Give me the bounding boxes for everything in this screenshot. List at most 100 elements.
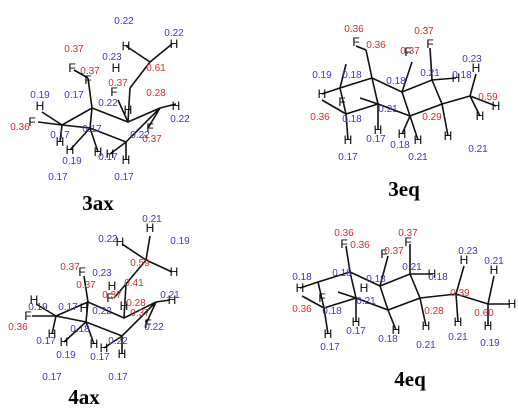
atom-label: H [344,133,353,147]
charge-label: 0.19 [56,350,76,361]
atom-label: H [124,103,133,117]
charge-label: 0.17 [64,90,84,101]
atom-label: F [24,309,31,323]
atom-label: H [116,235,125,249]
atom-label: F [340,237,347,251]
atom-label: H [122,39,131,53]
charge-label: 0.18 [386,76,406,87]
atom-label: H [90,337,99,351]
charge-label: 0.28 [146,88,166,99]
charge-label: 0.18 [322,306,342,317]
charge-label: 0.36 [334,228,354,239]
charge-label: 0.59 [478,92,498,103]
charge-label: 0.22 [144,322,164,333]
charge-label: 0.21 [448,332,468,343]
charge-label: 0.23 [92,268,112,279]
atom-label: H [508,297,517,311]
charge-label: 0.18 [366,274,386,285]
atom-label: F [426,37,433,51]
molecule-3eq: F F F H H H H H H F H H H H 0.36 0.36 0.… [310,24,500,201]
charge-label: 0.36 [350,240,370,251]
charge-label: 0.17 [50,130,70,141]
atom-label: F [84,73,91,87]
atom-label: H [80,301,89,315]
charge-label: 0.23 [462,54,482,65]
atom-label: H [146,221,155,235]
charge-label: 0.19 [30,90,50,101]
atom-label: H [94,145,103,159]
charge-label: 0.36 [8,322,28,333]
charge-label: 0.37 [142,134,162,145]
atom-label: F [106,291,113,305]
atom-label: H [170,37,179,51]
charge-label: 0.19 [62,156,82,167]
charge-label: 0.22 [98,234,118,245]
charge-label: 0.17 [36,336,56,347]
charge-label: 0.22 [114,16,134,27]
charge-label: 0.61 [146,63,166,74]
charge-label: 0.21 [408,152,428,163]
charge-label: 0.17 [90,352,110,363]
charges-3ax: 0.22 0.22 0.37 0.23 0.61 0.37 0.37 0.19 … [10,16,190,183]
charge-label: 0.17 [82,124,102,135]
charge-label: 0.17 [346,326,366,337]
charge-label: 0.21 [416,340,436,351]
atom-label: H [422,319,431,333]
atom-label: F [144,317,151,331]
charge-label: 0.23 [458,246,478,257]
charge-label: 0.17 [338,152,358,163]
charge-label: 0.37 [60,262,80,273]
charge-label: 0.36 [310,112,330,123]
atom-label: H [170,265,179,279]
atom-label: F [78,265,85,279]
atom-label: H [112,61,121,75]
atom-label: H [296,281,305,295]
atom-label: H [122,153,131,167]
charge-label: 0.22 [164,28,184,39]
charge-label: 0.37 [414,26,434,37]
charge-label: 0.37 [76,280,96,291]
charge-label: 0.18 [332,268,352,279]
charge-label: 0.19 [312,70,332,81]
charge-label: 0.19 [170,236,190,247]
atom-label: H [30,293,39,307]
atom-label: H [168,293,177,307]
atom-label: H [118,347,127,361]
atom-label: H [472,61,481,75]
atoms-4eq: F F F H H H H H H F H H H H H H [296,235,517,341]
molecule-label: 4eq [394,367,426,391]
charge-label: 0.21 [378,104,398,115]
atom-label: H [476,109,485,123]
charge-label: 0.19 [480,338,500,349]
charge-label: 0.18 [342,70,362,81]
charge-label: 0.18 [70,324,90,335]
molecule-label: 3ax [82,191,114,215]
charge-label: 0.36 [10,122,30,133]
charge-label: 0.17 [366,134,386,145]
charge-label: 0.17 [114,172,134,183]
charge-label: 0.28 [126,298,146,309]
atom-label: H [460,253,469,267]
charge-label: 0.18 [292,272,312,283]
charge-label: 0.37 [400,46,420,57]
molecule-4ax: H H H F H H F F F H H H H H H H H 0.21 0… [8,214,190,409]
atom-label: H [490,263,499,277]
charge-label: 0.22 [92,306,112,317]
molecule-label: 4ax [68,385,100,409]
bonds-4eq [299,244,510,335]
atom-label: F [404,235,411,249]
charge-label: 0.29 [422,112,442,123]
charge-label: 0.21 [484,256,504,267]
charge-label: 0.37 [102,290,122,301]
charge-label: 0.21 [402,262,422,273]
charge-label: 0.36 [344,24,364,35]
atom-label: H [48,327,57,341]
atoms-3ax: H H H F F F H H F H F H H H H H [28,37,180,167]
charges-4ax: 0.21 0.22 0.19 0.59 0.37 0.23 0.37 0.41 … [8,214,190,383]
atom-label: H [100,341,109,355]
charge-label: 0.17 [320,342,340,353]
atom-label: H [374,123,383,137]
atom-label: H [392,323,401,337]
atom-label: H [428,267,437,281]
